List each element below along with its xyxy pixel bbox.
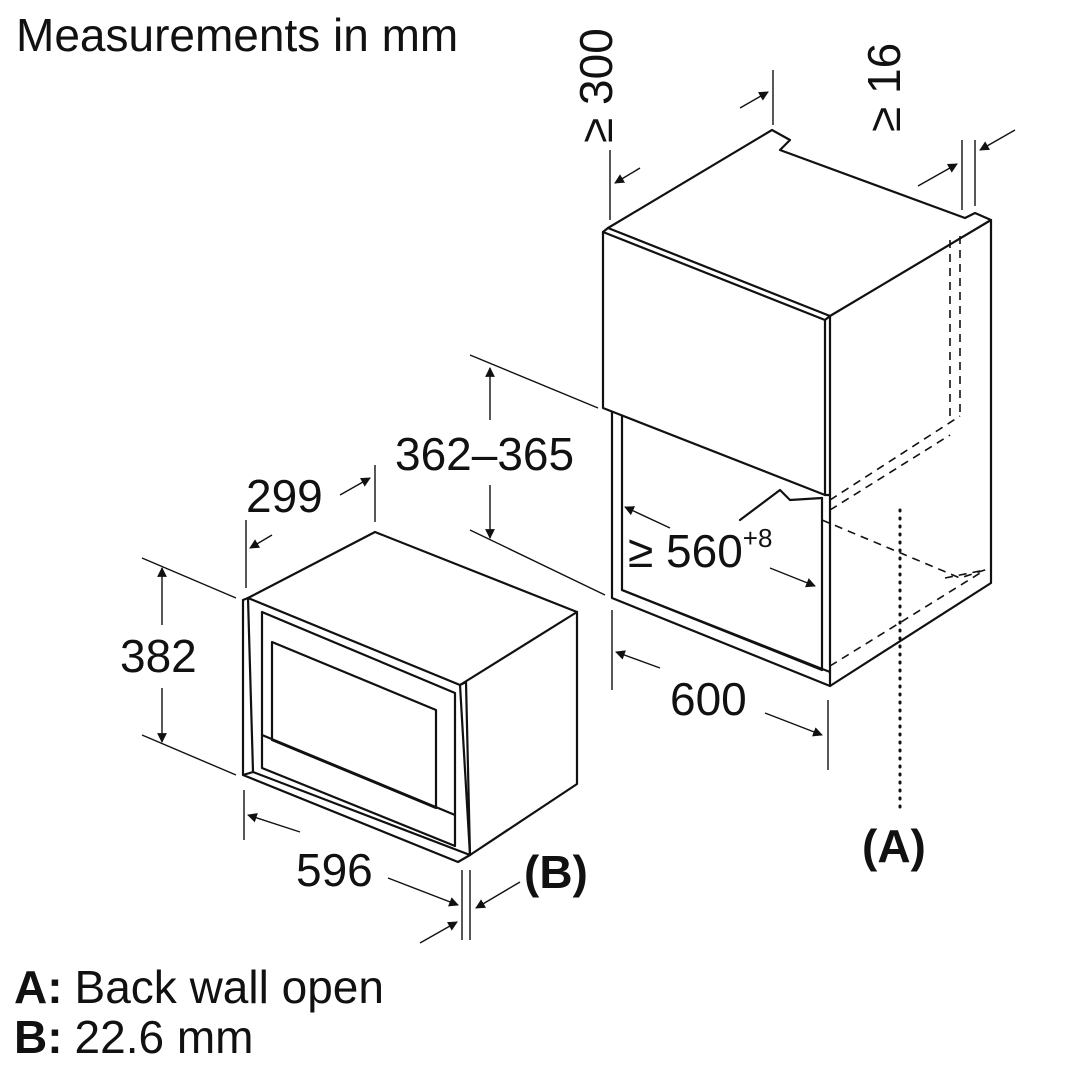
cabinet-hidden-edge-4 [829,434,951,511]
frame-arrow-left [419,921,458,944]
cabinet-upper-front-panel [601,230,827,497]
cabinet-niche-bottom [620,588,832,674]
appliance-right-side [468,610,579,857]
cabinet-top [606,128,993,318]
legend-text-a: Back wall open [74,961,384,1013]
appliance-drawing [241,530,579,864]
legend-item-b: B:22.6 mm [14,1010,254,1064]
marker-b-label: (B) [524,846,588,898]
appliance-width-arrow-right [387,877,459,907]
frame-arrow-right [475,881,521,909]
diagram-title: Measurements in mm [16,9,459,61]
cabinet-depth-label: ≥ 300 [570,28,622,143]
cabinet-hidden-edge-5 [821,519,992,579]
width-arrow-left [615,650,661,669]
appliance-frame-side [458,680,472,857]
niche-width-tolerance: +8 [743,523,773,553]
cabinet-right-side [828,218,993,688]
gap-arrow-left [917,163,958,187]
appliance-top [246,530,579,687]
cabinet-hidden-edge-7 [944,569,986,579]
width-arrow-right [764,712,823,737]
appliance-height-extension-top [141,557,237,599]
wall-gap-label: ≥ 16 [858,43,910,132]
height-extension-bottom [469,529,606,596]
niche-width-label: ≥ 560+8 [628,523,772,577]
appliance-height-extension-bottom [141,734,237,776]
cabinet-hidden-edge-6 [829,569,986,667]
appliance-dimensions [141,465,521,944]
gap-arrow-right [979,129,1016,151]
cabinet-shelf-bracket [738,488,824,522]
appliance-height-label: 382 [120,630,197,682]
niche-height-label: 362–365 [395,428,574,480]
cabinet-dimensions [469,70,1016,770]
niche-width-base: ≥ 560 [628,525,743,577]
appliance-depth-label: 299 [246,470,323,522]
appliance-width-arrow-left [247,813,301,833]
cabinet-niche-left-wall [610,410,832,688]
cabinet-drawing [601,128,993,812]
depth-arrow-lower [614,167,641,184]
legend-item-a: A:Back wall open [14,960,384,1014]
legend-key-b: B: [14,1011,63,1063]
legend-key-a: A: [14,961,63,1013]
appliance-depth-arrow-left [249,534,273,549]
niche-width-arrow-left [624,506,671,529]
appliance-front-inner [260,610,457,848]
cabinet-width-label: 600 [670,673,747,725]
cabinet-upper-front-edge [601,226,832,322]
appliance-width-label: 596 [296,844,373,896]
appliance-control-strip [260,733,457,817]
legend-text-b: 22.6 mm [74,1011,254,1063]
cabinet-hidden-edge-3 [829,415,961,501]
depth-arrow-upper [739,91,769,109]
appliance-front-frame-edge [241,596,472,864]
appliance-depth-arrow-right [339,477,371,496]
marker-a-label: (A) [862,820,926,872]
height-extension-top [469,354,599,409]
dimension-labels: ≥ 300 ≥ 16 362–365 ≥ 560+8 600 299 382 5… [120,28,926,898]
niche-width-arrow-right [769,567,816,588]
